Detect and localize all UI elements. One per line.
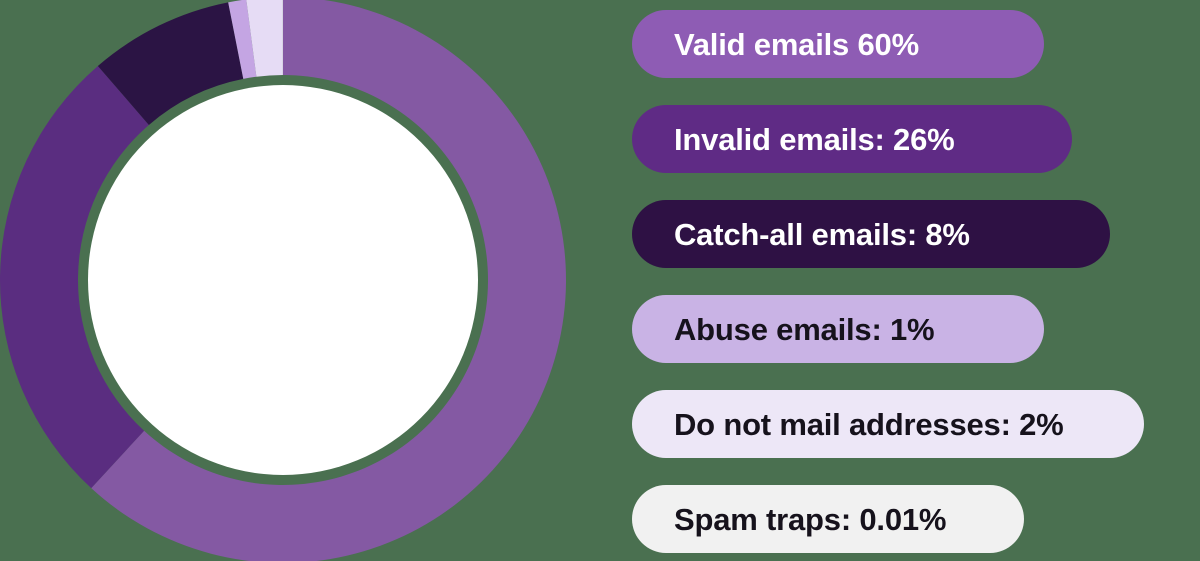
legend-label-valid-emails: Valid emails 60% [674, 26, 919, 62]
legend-item-abuse-emails[interactable]: Abuse emails: 1% [632, 295, 1044, 363]
legend-label-catch-all-emails: Catch-all emails: 8% [674, 216, 970, 252]
donut-segment-invalid-emails[interactable] [0, 65, 149, 489]
legend-label-do-not-mail-addresses: Do not mail addresses: 2% [674, 406, 1064, 442]
donut-chart [0, 0, 566, 561]
donut-segment-catch-all-emails[interactable] [97, 2, 244, 125]
donut-chart-svg [0, 0, 566, 561]
donut-segment-abuse-emails[interactable] [228, 0, 257, 79]
donut-segment-valid-emails[interactable] [91, 0, 566, 561]
donut-segment-do-not-mail-addresses[interactable] [246, 0, 283, 77]
legend-label-invalid-emails: Invalid emails: 26% [674, 121, 955, 157]
legend-item-spam-traps[interactable]: Spam traps: 0.01% [632, 485, 1024, 553]
legend-item-do-not-mail-addresses[interactable]: Do not mail addresses: 2% [632, 390, 1144, 458]
donut-segments [0, 0, 566, 561]
legend-item-valid-emails[interactable]: Valid emails 60% [632, 10, 1044, 78]
chart-legend: Valid emails 60% Invalid emails: 26% Cat… [632, 0, 1192, 561]
donut-inner-hole [88, 85, 478, 475]
legend-item-catch-all-emails[interactable]: Catch-all emails: 8% [632, 200, 1110, 268]
legend-item-invalid-emails[interactable]: Invalid emails: 26% [632, 105, 1072, 173]
legend-label-spam-traps: Spam traps: 0.01% [674, 501, 947, 537]
legend-label-abuse-emails: Abuse emails: 1% [674, 311, 935, 347]
